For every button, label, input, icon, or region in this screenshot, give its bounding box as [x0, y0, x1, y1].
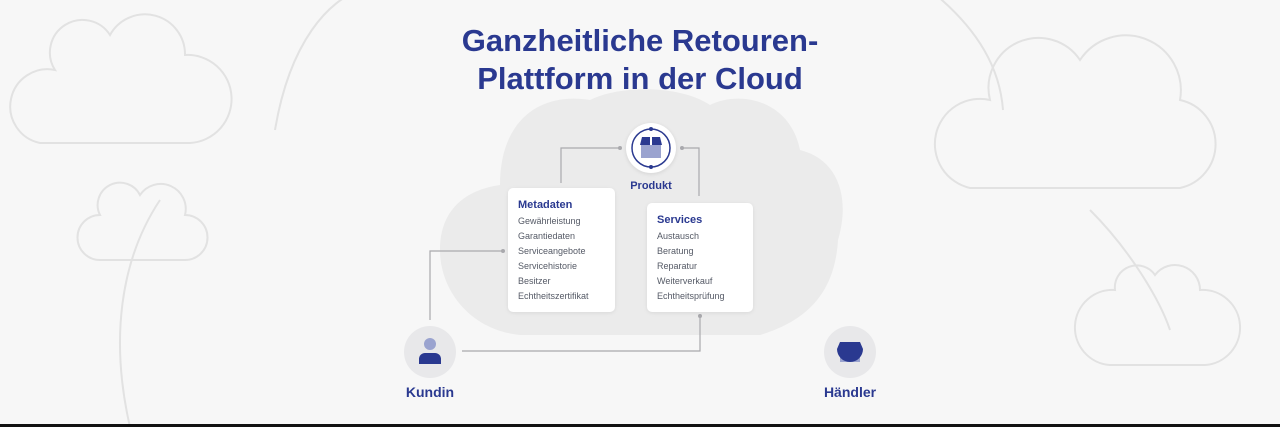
services-card: Services Austausch Beratung Reparatur We…	[647, 203, 753, 312]
list-item: Servicehistorie	[518, 261, 578, 271]
bottom-border	[0, 424, 1280, 427]
services-heading: Services	[657, 214, 703, 226]
list-item: Weiterverkauf	[657, 276, 713, 286]
big-arc-left	[274, 0, 343, 131]
haendler-label: Händler	[823, 384, 877, 400]
list-item: Reparatur	[657, 261, 698, 271]
cloud-outline-left	[76, 181, 209, 261]
list-item: Garantiedaten	[518, 231, 576, 241]
list-item: Echtheitsprüfung	[657, 291, 725, 301]
kundin-label: Kundin	[405, 384, 455, 400]
list-item: Besitzer	[518, 276, 551, 286]
product-node	[626, 123, 676, 173]
cloud-outline-bottom-right	[1073, 264, 1242, 366]
list-item: Austausch	[657, 231, 700, 241]
connector-lines	[429, 147, 701, 352]
list-item: Serviceangebote	[518, 246, 586, 256]
big-arc-right	[940, 0, 1004, 111]
page-title: Ganzheitliche Retouren- Plattform in der…	[0, 22, 1280, 98]
arc-right-lower	[1089, 209, 1171, 331]
metadaten-heading: Metadaten	[518, 199, 573, 211]
title-line-1: Ganzheitliche Retouren-	[461, 23, 819, 58]
list-item: Beratung	[657, 246, 694, 256]
person-icon	[419, 338, 441, 364]
cloud-outline-top-left	[9, 13, 233, 144]
list-item: Gewährleistung	[518, 216, 581, 226]
store-icon	[837, 342, 863, 362]
kundin-node	[404, 326, 456, 378]
title-line-2: Plattform in der Cloud	[477, 61, 803, 96]
arc-left-lower	[119, 199, 161, 427]
metadaten-card: Metadaten Gewährleistung Garantiedaten S…	[508, 188, 615, 312]
box-icon	[631, 127, 671, 169]
product-label: Produkt	[630, 180, 672, 192]
list-item: Echtheitszertifikat	[518, 291, 589, 301]
haendler-node	[824, 326, 876, 378]
cloud-outline-right	[933, 34, 1217, 189]
